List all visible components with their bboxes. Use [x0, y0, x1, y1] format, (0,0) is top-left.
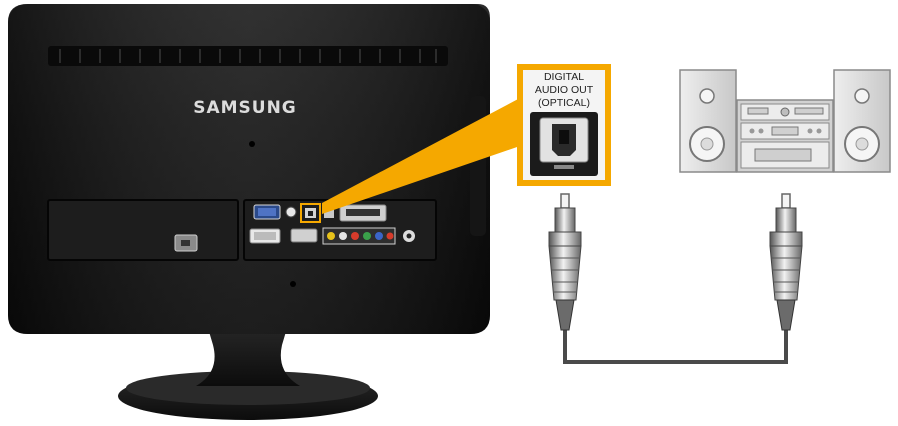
- monitor-back: SAMSUNG: [8, 4, 490, 420]
- stand-base-top: [126, 371, 370, 405]
- screw-hole: [249, 141, 255, 147]
- port-medium: [290, 228, 318, 243]
- optical-port-icon: [300, 203, 321, 223]
- vent-lines: [59, 49, 437, 63]
- callout-label-line2: AUDIO OUT: [535, 84, 594, 96]
- speaker-icon: [679, 69, 737, 173]
- speaker-icon: [833, 69, 891, 173]
- callout-box: DIGITAL AUDIO OUT (OPTICAL): [517, 64, 611, 186]
- side-edge: [470, 96, 486, 236]
- stereo-receiver: [736, 99, 834, 173]
- brand-logo: SAMSUNG: [193, 98, 297, 118]
- port-small: [324, 207, 334, 218]
- optical-cable: [563, 330, 788, 364]
- callout-label-line3: (OPTICAL): [538, 97, 590, 109]
- callout-label-line1: DIGITAL: [544, 71, 584, 83]
- callout-pointer: [322, 98, 520, 214]
- power-jack-icon: [403, 230, 415, 242]
- dvi-port-icon: [249, 228, 281, 244]
- optical-plug-icon: [548, 193, 582, 331]
- vent-grille: [48, 46, 448, 66]
- stereo-system: [679, 69, 891, 173]
- screw-hole: [290, 281, 296, 287]
- optical-plug-icon: [769, 193, 803, 331]
- optical-socket-enlarged-icon: [530, 112, 598, 176]
- av-jacks-icon: [322, 227, 396, 245]
- audio-in-port-icon: [285, 206, 297, 218]
- stand-neck: [196, 318, 300, 386]
- rear-panel-left: [47, 199, 239, 261]
- vga-port-icon: [253, 204, 281, 220]
